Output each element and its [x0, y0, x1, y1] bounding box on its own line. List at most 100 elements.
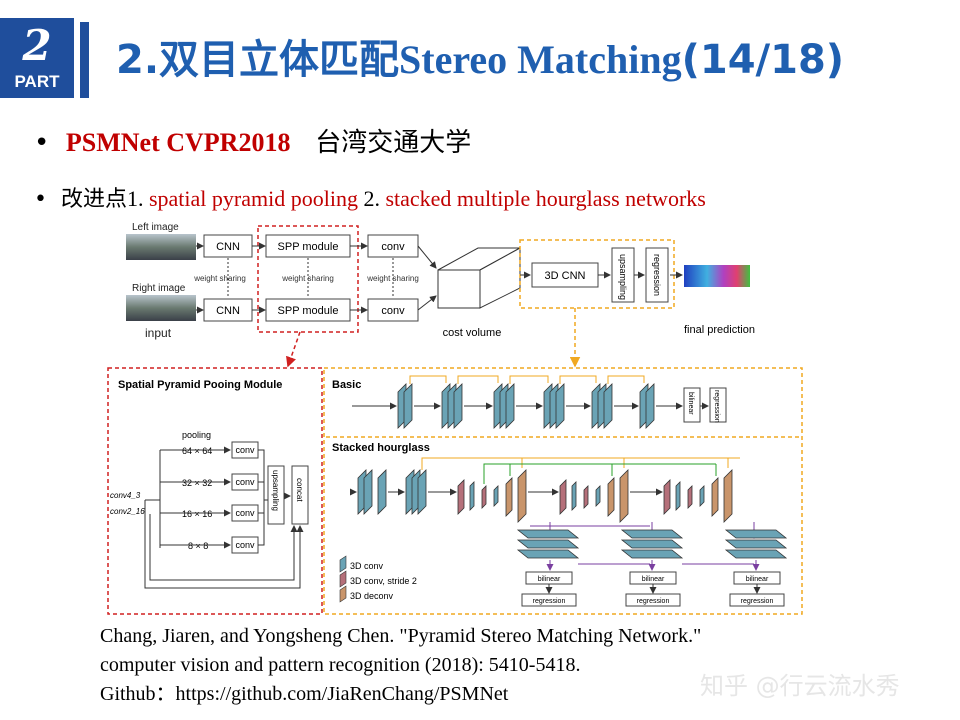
conv-bottom-label: conv	[381, 305, 405, 317]
input-label: input	[145, 326, 172, 340]
spp-detail-title: Spatial Pyramid Pooing Module	[118, 379, 282, 391]
improve-prefix: 改进点	[60, 187, 127, 212]
final-prediction-label: final prediction	[684, 324, 755, 336]
cnn-bottom-label: CNN	[216, 305, 240, 317]
svg-text:final prediction: final prediction	[684, 324, 755, 336]
spp-upsampling-label: upsampling	[271, 470, 280, 511]
svg-text:bilinear: bilinear	[687, 392, 694, 415]
citation-line-2: computer vision and pattern recognition …	[100, 654, 581, 676]
svg-text:regression: regression	[713, 390, 720, 423]
cnn3d-dashed-group	[519, 239, 675, 309]
svg-text:conv: conv	[381, 305, 405, 317]
citation-line-1: Chang, Jiaren, and Yongsheng Chen. "Pyra…	[100, 625, 702, 647]
left-image-thumb	[126, 234, 196, 260]
svg-text:3D deconv: 3D deconv	[350, 591, 394, 601]
svg-text:8 × 8: 8 × 8	[188, 541, 208, 551]
bilinear-label-1: bilinear	[538, 576, 561, 583]
svg-text:conv: conv	[381, 241, 405, 253]
institution: 台湾交通大学	[315, 128, 472, 158]
svg-text:Spatial Pyramid Pooing Module: Spatial Pyramid Pooing Module	[118, 379, 282, 391]
title-prefix: 2.双目立体匹配	[116, 37, 400, 83]
bullet-improvements: • 改进点1. spatial pyramid pooling 2. stack…	[34, 186, 706, 212]
bullet-paper: • PSMNet CVPR2018 台湾交通大学	[34, 128, 472, 158]
svg-text:Basic: Basic	[332, 379, 361, 391]
svg-text:weight sharing: weight sharing	[366, 274, 419, 283]
spp-conv-4: conv	[235, 540, 255, 550]
regression-box-1	[521, 593, 577, 607]
basic-blocks	[397, 383, 655, 429]
right-image-thumb	[126, 295, 196, 321]
svg-text:Stacked hourglass: Stacked hourglass	[332, 442, 430, 454]
conv2-16-label: conv2_16	[110, 507, 145, 516]
svg-text:conv2_16: conv2_16	[110, 507, 145, 516]
svg-text:64 × 64: 64 × 64	[182, 446, 212, 456]
svg-text:upsampling: upsampling	[271, 470, 280, 511]
svg-text:16 × 16: 16 × 16	[182, 509, 212, 519]
svg-text:32 × 32: 32 × 32	[182, 478, 212, 488]
stacked-label: Stacked hourglass	[332, 442, 430, 454]
paper-name: PSMNet CVPR2018	[65, 128, 291, 157]
cost-volume-cube	[437, 247, 521, 309]
cnn3d-label: 3D CNN	[545, 270, 586, 282]
conv4-3-label: conv4_3	[110, 491, 141, 500]
title-divider	[80, 22, 89, 98]
basic-regression-box	[709, 387, 727, 423]
title-en: Stereo Matching	[399, 37, 682, 82]
svg-text:regression: regression	[652, 254, 662, 296]
spp-bottom-label: SPP module	[278, 305, 339, 317]
weight-sharing-3: weight sharing	[366, 274, 419, 283]
part-label: PART	[14, 72, 60, 91]
svg-text:upsampling: upsampling	[618, 254, 628, 300]
cnn3d-detail-box	[323, 367, 803, 615]
part-badge: 2 PART	[0, 18, 74, 98]
spp-conv-2: conv	[235, 477, 255, 487]
final-prediction-map	[684, 265, 750, 287]
basic-label: Basic	[332, 379, 361, 391]
legend-stride-swatch	[339, 570, 347, 588]
cnn-top-label: CNN	[216, 241, 240, 253]
regression-top-box	[645, 247, 669, 303]
improve-item2: stacked multiple hourglass networks	[385, 186, 706, 211]
svg-text:3D CNN: 3D CNN	[545, 270, 586, 282]
concat-label: concat	[295, 478, 304, 502]
improve-n2: 2.	[357, 186, 386, 211]
spp-top-label: SPP module	[278, 241, 339, 253]
hourglass-conv-blocks	[357, 469, 705, 515]
watermark: 知乎 @行云流水秀	[700, 672, 900, 700]
svg-text:concat: concat	[295, 478, 304, 502]
conv-top-label: conv	[381, 241, 405, 253]
title-suffix: (14/18)	[681, 37, 845, 83]
improve-n1: 1.	[126, 186, 149, 211]
weight-sharing-1: weight sharing	[193, 274, 246, 283]
weight-sharing-2: weight sharing	[281, 274, 334, 283]
legend-conv-swatch	[339, 555, 347, 573]
page-title: 2.双目立体匹配Stereo Matching(14/18)	[116, 34, 844, 86]
spp-conv-1: conv	[235, 445, 255, 455]
svg-text:conv4_3: conv4_3	[110, 491, 141, 500]
spp-conv-3: conv	[235, 508, 255, 518]
svg-text:CNN: CNN	[216, 241, 240, 253]
svg-text:cost volume: cost volume	[443, 327, 502, 339]
upsampling-label: upsampling	[618, 254, 628, 300]
basic-bilinear-box	[683, 387, 701, 423]
hourglass-stride-blocks	[457, 479, 693, 515]
basic-regression-label: regression	[713, 390, 720, 423]
part-number: 2	[22, 21, 52, 70]
spp-dashed-group	[257, 225, 359, 333]
cnn3d-box	[531, 262, 599, 288]
left-image-label: Left image	[132, 222, 179, 233]
citation: Chang, Jiaren, and Yongsheng Chen. "Pyra…	[100, 622, 701, 709]
regression-top-label: regression	[652, 254, 662, 296]
svg-text:SPP module: SPP module	[278, 241, 339, 253]
svg-text:SPP module: SPP module	[278, 305, 339, 317]
legend: 3D conv 3D conv, stride 2 3D deconv	[339, 555, 417, 603]
cost-volume-label: cost volume	[443, 327, 502, 339]
hourglass-deconv-blocks	[505, 469, 733, 523]
concat-box	[291, 465, 309, 525]
right-image-label: Right image	[132, 283, 186, 294]
regression-label-2: regression	[637, 598, 670, 605]
svg-text:3D conv: 3D conv	[350, 561, 384, 571]
legend-deconv-swatch	[339, 585, 347, 603]
svg-text:weight sharing: weight sharing	[281, 274, 334, 283]
